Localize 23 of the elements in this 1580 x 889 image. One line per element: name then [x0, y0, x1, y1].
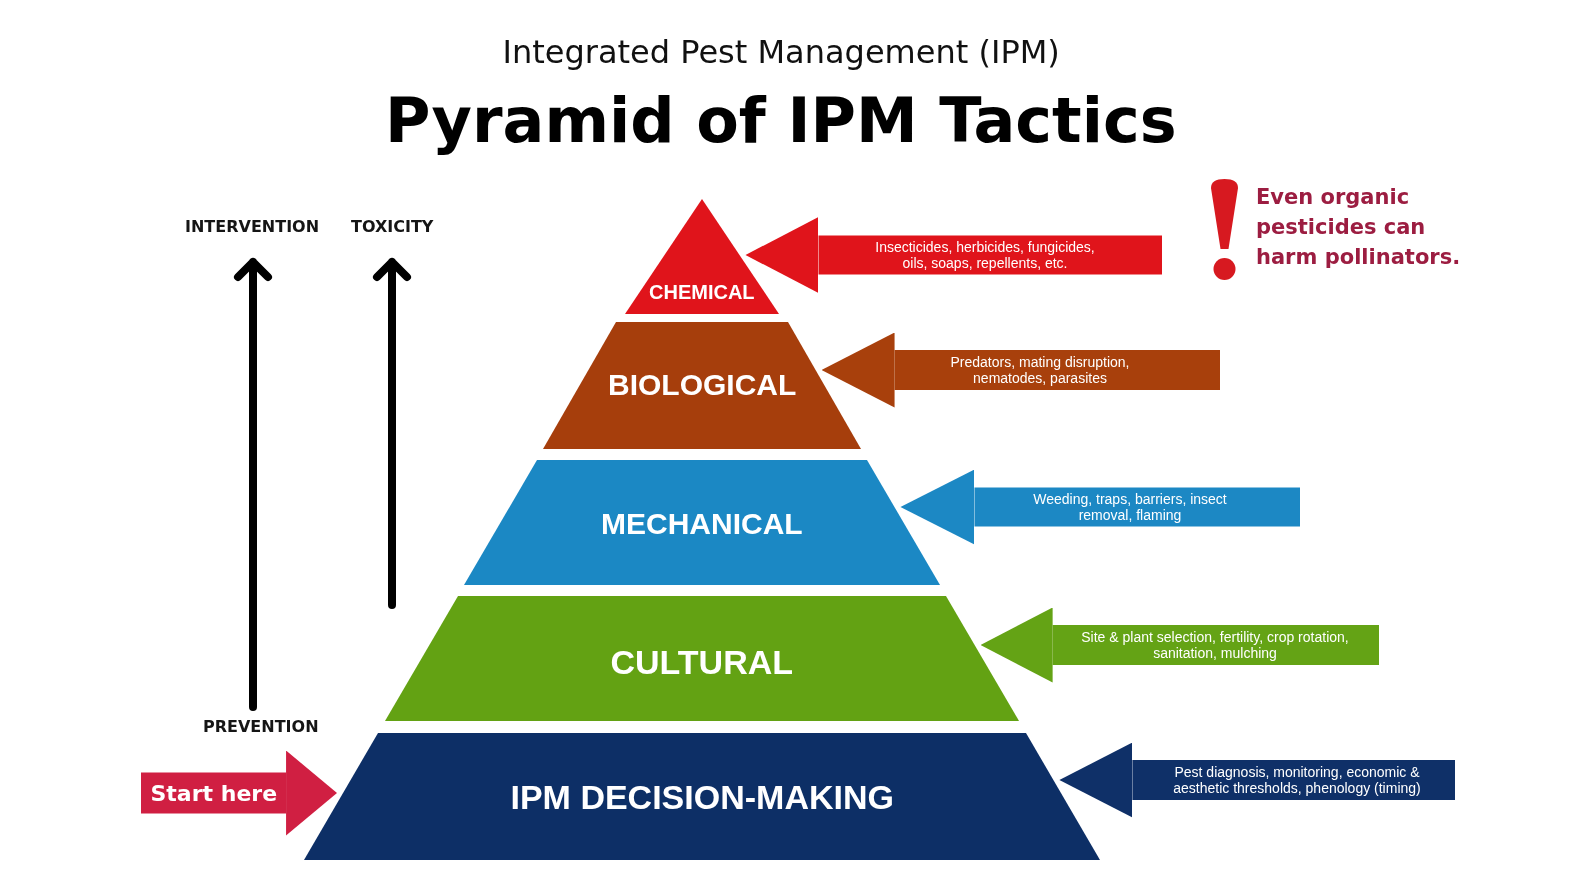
diagram-title: Pyramid of IPM Tactics [385, 85, 1177, 157]
edge-label: Predators, mating disruption, nematodes, parasites [949, 354, 1131, 386]
block-arrow [980, 607, 1379, 683]
warning-note: Even organic pesticides can harm pollinators. [1256, 184, 1462, 271]
edge-label: Pest diagnosis, monitoring, economic & aesthetic thresholds, phenology (timing) [1172, 764, 1422, 796]
edge-label: Weeding, traps, barriers, insect removal, flaming [1032, 491, 1228, 523]
tier-label: CHEMICAL [649, 280, 755, 304]
tier-label: BIOLOGICAL [608, 366, 797, 402]
subtitle: Integrated Pest Management (IPM) [502, 33, 1060, 71]
block-arrow [745, 217, 1162, 293]
tier-label: IPM DECISION-MAKING [510, 777, 894, 817]
block-arrow [141, 750, 338, 836]
block-arrow [821, 332, 1220, 408]
block-arrow [1059, 742, 1455, 818]
tier-label: MECHANICAL [601, 505, 803, 541]
tier-label: CULTURAL [610, 642, 794, 682]
edge-label: Start here [150, 780, 278, 806]
edge-label: Insecticides, herbicides, fungicides, oils, soaps, repellents, etc. [874, 239, 1096, 271]
axis-label: INTERVENTION [185, 216, 320, 236]
axis-label: PREVENTION [203, 716, 319, 736]
block-arrow [900, 469, 1300, 545]
axis-label: TOXICITY [351, 216, 434, 236]
edge-label: Site & plant selection, fertility, crop rotation, sanitation, mulching [1080, 629, 1350, 661]
